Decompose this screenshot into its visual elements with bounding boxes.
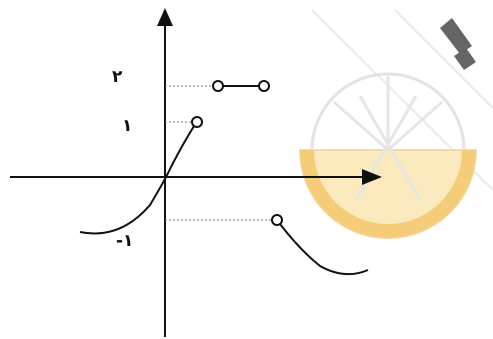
tick-label-two: ۲ — [112, 67, 123, 87]
open-circle-curve-end — [191, 116, 203, 128]
x-axis-arrowhead — [362, 169, 382, 185]
curve-right-branch — [279, 223, 369, 276]
curve-through-origin — [79, 122, 197, 235]
open-circle-segment-start — [212, 80, 224, 92]
guide-lines — [165, 85, 276, 221]
lemon-rind — [300, 150, 476, 238]
function-pieces — [79, 80, 369, 276]
tick-label-one: ۱ — [122, 116, 132, 136]
tick-label-neg-one: -۱ — [116, 231, 133, 251]
lemon-upper-outline — [310, 72, 466, 151]
y-axis-arrowhead — [157, 8, 173, 26]
lemon-slice-watermark — [298, 9, 493, 239]
watermark-logo-fragment — [440, 18, 476, 70]
open-circle-right-branch-start — [271, 214, 283, 226]
lemon-segment-3 — [387, 100, 443, 152]
lemon-segment-4 — [358, 95, 422, 201]
lemon-segment-1 — [333, 100, 389, 152]
watermark-diagonal-line-2 — [394, 9, 493, 109]
open-circle-segment-end — [258, 80, 270, 92]
